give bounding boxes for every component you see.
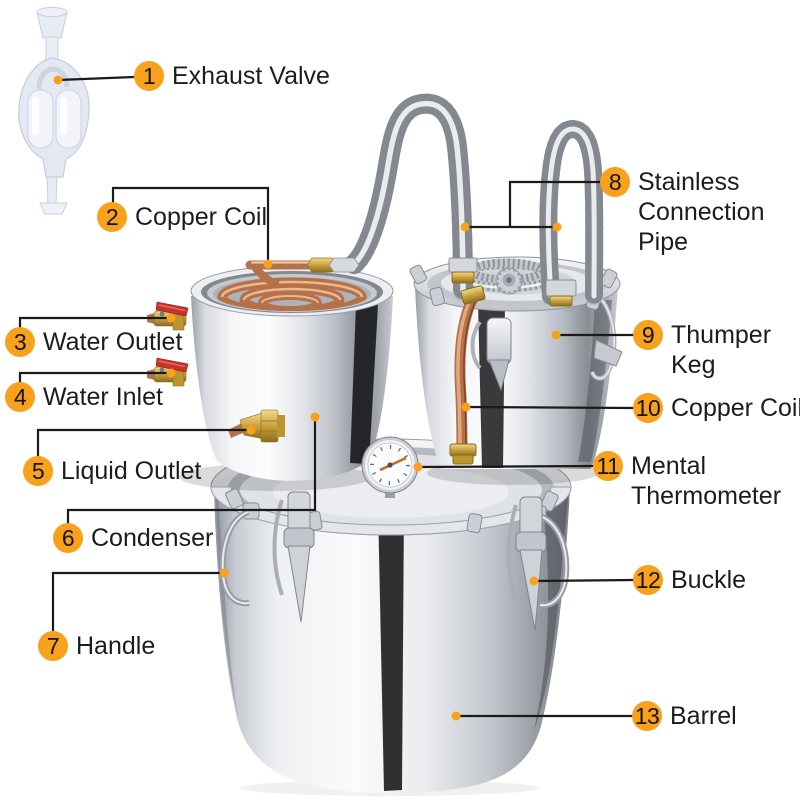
callout-water-outlet: 3 Water Outlet: [5, 327, 182, 357]
dot-12: [529, 576, 539, 586]
callout-label: Water Outlet: [43, 328, 183, 356]
leader-line-5: [36, 428, 251, 457]
callout-label: Condenser: [91, 524, 214, 552]
callout-number-badge: 12: [633, 565, 663, 595]
callout-label: Thumper Keg: [671, 321, 772, 379]
callout-label: Liquid Outlet: [61, 457, 202, 485]
callout-condenser: 6 Condenser: [53, 523, 213, 553]
leader-lines: [18, 75, 635, 718]
callout-mental-thermometer: 11 Mental Thermometer: [593, 451, 791, 511]
exhaust-valve-art: [18, 7, 90, 215]
copper-downpipe-art: [449, 285, 486, 465]
callout-copper-coil: 2 Copper Coil: [97, 202, 267, 232]
callout-barrel: 13 Barrel: [632, 701, 737, 731]
dot-8b: [552, 222, 562, 232]
callout-liquid-outlet: 5 Liquid Outlet: [23, 456, 201, 486]
dot-9: [551, 330, 561, 340]
dot-5: [246, 425, 256, 435]
leader-line-12: [533, 578, 635, 583]
callout-exhaust-valve: 1 Exhaust Valve: [134, 61, 330, 91]
dot-2: [263, 259, 273, 269]
callout-label: Copper Coil: [671, 394, 800, 422]
callout-copper-coil-2: 10 Copper Coil: [633, 393, 800, 423]
callout-number-badge: 7: [38, 631, 68, 661]
dot-8a: [460, 222, 470, 232]
callout-handle: 7 Handle: [38, 631, 155, 661]
callout-label: Handle: [76, 632, 156, 660]
callout-label: Copper Coil: [135, 203, 268, 231]
leader-line-2: [111, 186, 270, 263]
dot-3: [166, 313, 176, 323]
callout-number-badge: 8: [600, 167, 630, 197]
callout-thumper-keg: 9 Thumper Keg: [633, 320, 783, 380]
dot-7: [219, 568, 229, 578]
callout-number-badge: 3: [5, 327, 35, 357]
condenser-copper-coil-art: [217, 277, 367, 311]
leader-line-7: [51, 571, 224, 632]
dot-13: [451, 711, 461, 721]
leader-line-6: [66, 418, 317, 524]
callout-label: Buckle: [671, 566, 747, 594]
leader-line-11: [417, 464, 595, 469]
callout-number-badge: 11: [593, 451, 623, 481]
dot-10: [461, 402, 471, 412]
callout-label: Barrel: [670, 702, 737, 730]
callout-number-badge: 6: [53, 523, 83, 553]
condenser-art: [146, 260, 394, 481]
callout-number-badge: 1: [134, 61, 164, 91]
dot-1: [53, 75, 63, 85]
callout-number-badge: 4: [5, 382, 35, 412]
callout-buckle: 12 Buckle: [633, 565, 746, 595]
callout-number-badge: 9: [633, 320, 663, 350]
buckles-art: [272, 491, 547, 631]
callout-label: Exhaust Valve: [172, 62, 330, 90]
dot-11: [413, 462, 423, 472]
callout-number-badge: 13: [632, 701, 662, 731]
leader-line-8: [465, 180, 601, 229]
thermometer-art: [361, 436, 419, 498]
callout-stainless-connection-pipe: 8 Stainless Connection Pipe: [600, 167, 786, 257]
callout-water-inlet: 4 Water Inlet: [5, 382, 163, 412]
leader-line-1: [57, 75, 135, 82]
callout-number-badge: 2: [97, 202, 127, 232]
dot-6: [310, 412, 320, 422]
leader-line-3: [18, 316, 171, 328]
callout-number-badge: 10: [633, 393, 663, 423]
callout-number-badge: 5: [23, 456, 53, 486]
callout-label: Water Inlet: [43, 383, 163, 411]
leader-line-4: [18, 371, 171, 383]
callout-label: Stainless Connection Pipe: [638, 168, 765, 256]
dot-4: [166, 368, 176, 378]
leader-dots: [53, 75, 562, 721]
callout-label: Mental Thermometer: [631, 452, 782, 510]
pipe-fittings-art: [306, 257, 577, 307]
leader-line-10: [465, 405, 635, 410]
